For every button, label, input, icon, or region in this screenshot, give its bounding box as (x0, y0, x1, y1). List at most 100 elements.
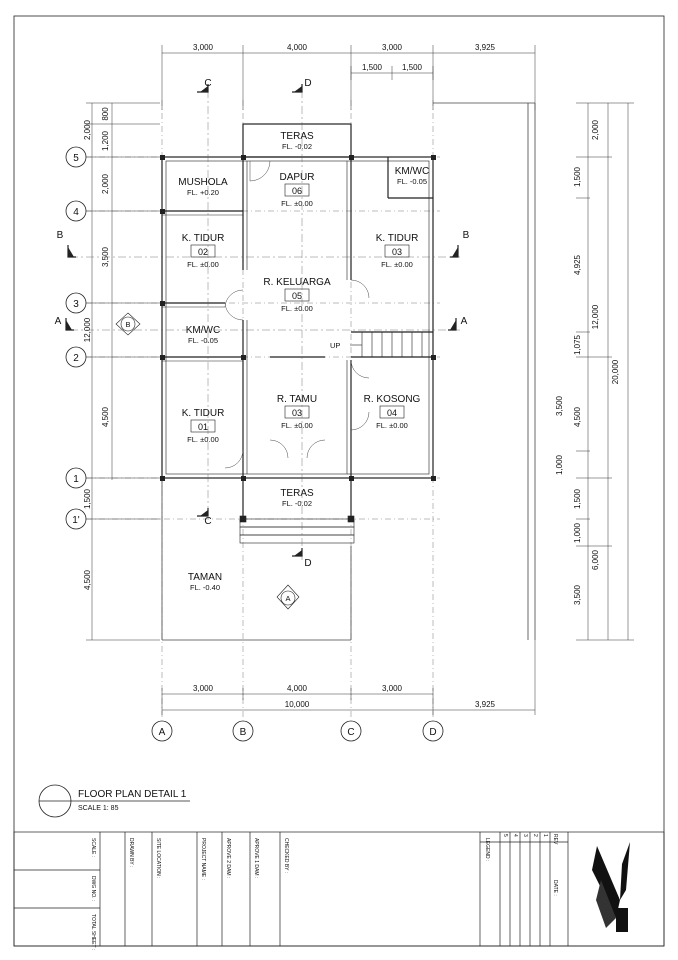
plan-scale: SCALE 1: 85 (78, 805, 119, 812)
dim-left-d: 2,000 (101, 173, 110, 194)
section-arrow-icon (452, 247, 458, 257)
section-label-b-left: B (57, 230, 64, 241)
tb-approve-2: APROVE 2 DAM : (225, 838, 231, 878)
room-mushola: MUSHOLA FL. +0.20 (178, 177, 228, 197)
dim-top-3: 3,000 (382, 43, 403, 52)
room-name: R. TAMU (277, 394, 317, 405)
tb-total-sheet: TOTAL SHEET : (90, 914, 96, 950)
grid-row-1: 1 (73, 474, 79, 485)
dim-bottom-1: 3,000 (193, 684, 214, 693)
dim-left-g: 4,500 (101, 406, 110, 427)
section-arrow-icon (294, 550, 302, 556)
tb-project-name: PROJECT NAME : (200, 838, 206, 880)
tb-site-location: SITE LOCATION : (155, 838, 161, 878)
room-floor-level: FL. -0.02 (282, 142, 312, 151)
dim-right-f: 1,075 (573, 334, 582, 355)
section-label-d-bottom: D (304, 558, 311, 569)
room-name: KM/WC (395, 166, 429, 177)
tb-rev-4: 4 (512, 834, 518, 837)
room-dapur: DAPUR 06 FL. ±0.00 (279, 172, 314, 208)
company-logo (592, 842, 630, 932)
grid-row-1-prime: 1' (72, 515, 80, 526)
elevation-marker-a (276, 584, 300, 610)
room-number: 03 (392, 247, 402, 257)
room-kmwc-top: KM/WC FL. -0.05 (395, 166, 429, 186)
dim-right-c: 4,925 (573, 254, 582, 275)
tb-drawn-by: DRAWN BY : (128, 838, 134, 867)
dim-left-i: 4,500 (83, 569, 92, 590)
room-number: 03 (292, 408, 302, 418)
tb-rev-1: 1 (542, 834, 548, 837)
section-label-c-bottom: C (204, 516, 211, 527)
dim-right-k: 1,000 (573, 522, 582, 543)
walls (161, 123, 434, 519)
dim-top-sub-1: 1,500 (362, 63, 383, 72)
dim-left-a: 2,000 (83, 119, 92, 140)
section-arrow-icon (450, 320, 456, 330)
tb-checked-by: CHECKED BY : (283, 838, 289, 873)
plan-title-block: FLOOR PLAN DETAIL 1 SCALE 1: 85 (38, 784, 190, 818)
dim-top-4: 3,925 (475, 43, 496, 52)
room-teras-bottom: TERAS FL. -0.02 (280, 488, 314, 508)
dim-right-g: 3,500 (555, 395, 564, 416)
elevation-label-b: B (125, 320, 130, 329)
room-taman: TAMAN FL. -0.40 (188, 572, 222, 592)
grid-col-c: C (347, 727, 354, 738)
top-dimensions (161, 45, 536, 110)
room-name: KM/WC (186, 325, 220, 336)
section-label-b-right: B (463, 230, 470, 241)
dim-bottom-right: 3,925 (475, 700, 496, 709)
room-keluarga: R. KELUARGA 05 FL. ±0.00 (263, 277, 331, 313)
room-ktidur-03: K. TIDUR 03 FL. ±0.00 (376, 233, 419, 269)
dim-right-b: 1,500 (573, 166, 582, 187)
dim-right-a: 2,000 (591, 119, 600, 140)
section-label-c-top: C (204, 78, 211, 89)
room-name: TERAS (280, 131, 314, 142)
tb-rev-3: 3 (522, 834, 528, 837)
tb-approve-1: APROVE 1 DAM : (253, 838, 259, 878)
tb-legend: LEGEND : (484, 838, 490, 861)
grid-row-2: 2 (73, 353, 79, 364)
grid-col-d: D (429, 727, 436, 738)
dim-bottom-3: 3,000 (382, 684, 403, 693)
room-ktidur-01: K. TIDUR 01 FL. ±0.00 (182, 408, 225, 444)
room-floor-level: FL. ±0.00 (281, 304, 313, 313)
room-name: MUSHOLA (178, 177, 228, 188)
room-kmwc-mid: KM/WC FL. -0.05 (186, 325, 220, 345)
site-boundary (161, 102, 536, 641)
room-name: K. TIDUR (376, 233, 419, 244)
room-kosong: R. KOSONG 04 FL. ±0.00 (364, 394, 421, 430)
room-floor-level: FL. ±0.00 (281, 421, 313, 430)
bottom-dimensions (161, 640, 536, 715)
grid-row-3: 3 (73, 299, 79, 310)
dim-top-1: 3,000 (193, 43, 214, 52)
columns (160, 155, 436, 481)
room-floor-level: FL. +0.20 (187, 188, 219, 197)
dim-top-sub-2: 1,500 (402, 63, 423, 72)
room-floor-level: FL. -0.05 (397, 177, 427, 186)
section-arrow-icon (66, 320, 72, 330)
dim-left-b: 800 (101, 107, 110, 121)
dim-left-f: 12,000 (83, 317, 92, 342)
title-block (13, 831, 665, 947)
dim-right-e: 20,000 (611, 359, 620, 384)
room-number: 02 (198, 247, 208, 257)
room-ktidur-02: K. TIDUR 02 FL. ±0.00 (182, 233, 225, 269)
front-steps (239, 515, 355, 544)
section-label-a-left: A (55, 316, 62, 327)
stair-up-label: UP (330, 341, 340, 350)
room-floor-level: FL. ±0.00 (281, 199, 313, 208)
tb-rev-5: 5 (502, 834, 508, 837)
room-floor-level: FL. ±0.00 (381, 260, 413, 269)
room-name: K. TIDUR (182, 408, 225, 419)
grid-row-5: 5 (73, 153, 79, 164)
dim-right-j: 1,500 (573, 488, 582, 509)
tb-dwg-no: DWG NO. : (90, 876, 96, 901)
section-arrow-icon (200, 86, 208, 92)
dim-right-h: 4,500 (573, 406, 582, 427)
dim-left-c: 1,200 (101, 130, 110, 151)
tb-date: DATE : (552, 880, 558, 896)
room-number: 06 (292, 186, 302, 196)
dim-left-e: 3,500 (101, 246, 110, 267)
